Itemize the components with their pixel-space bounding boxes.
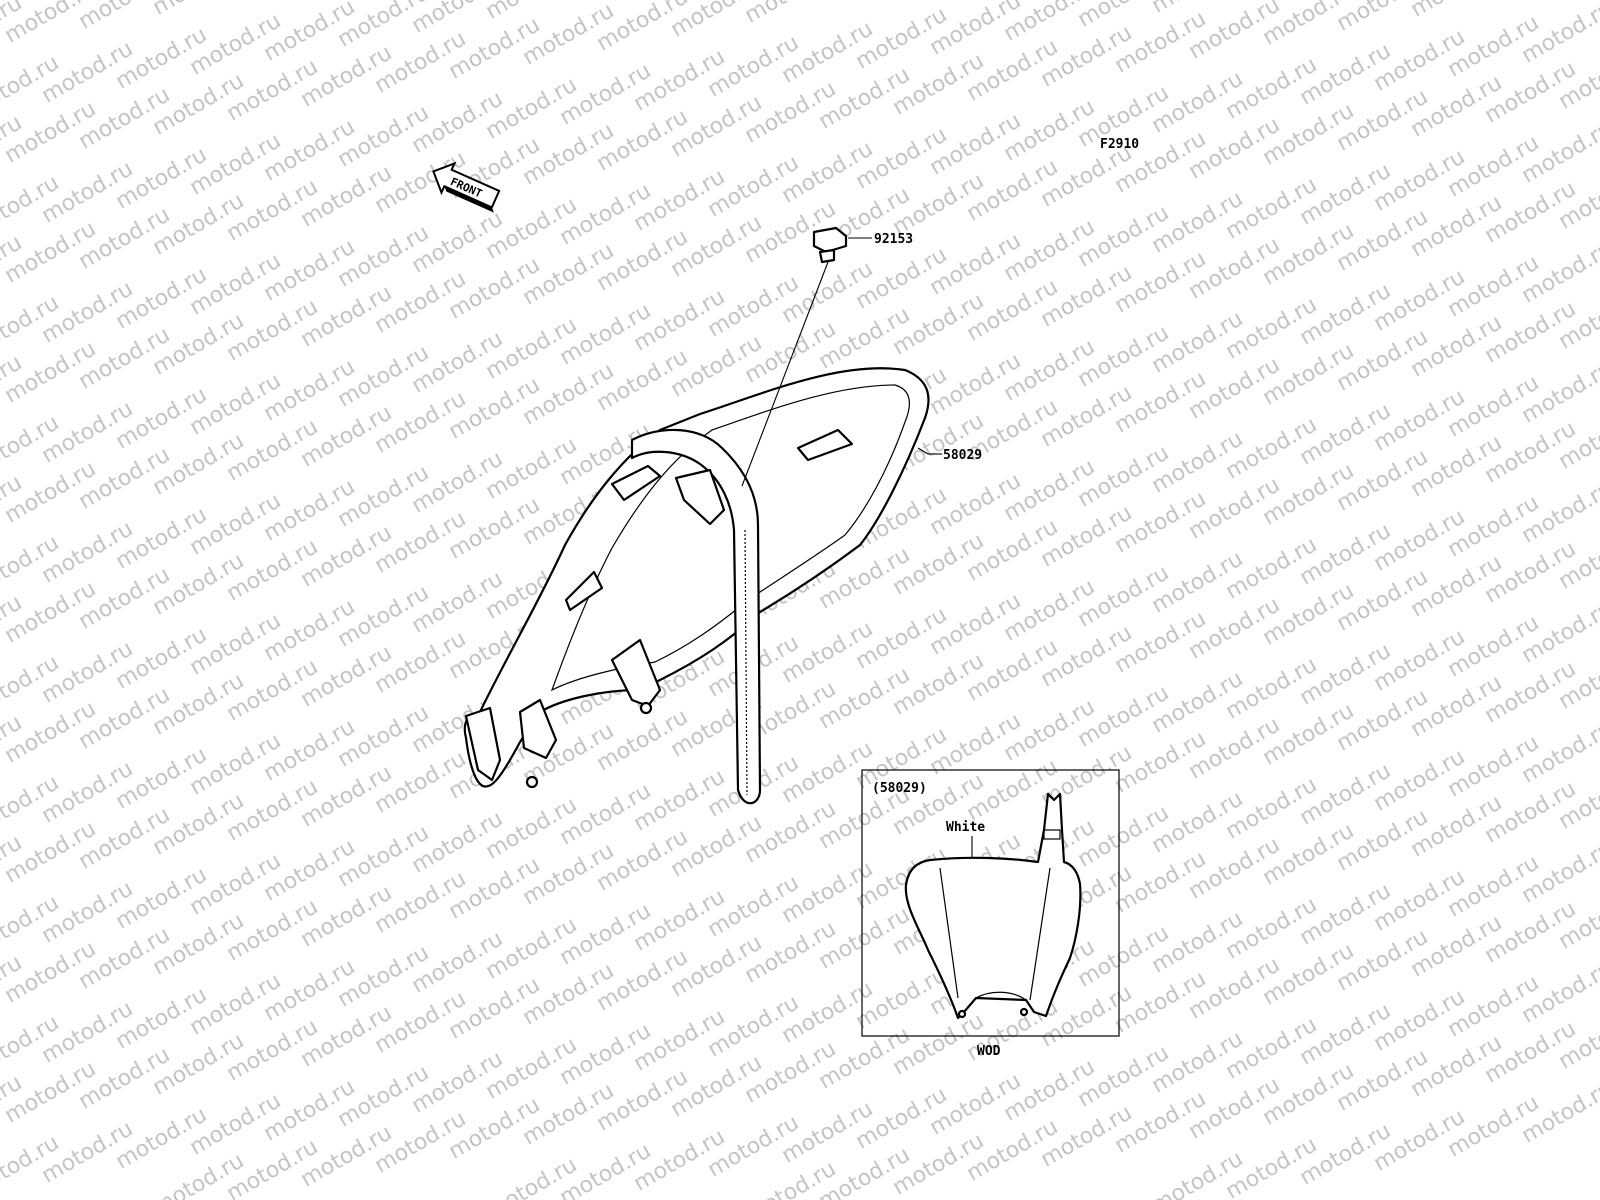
side-cover-58029[interactable] (463, 367, 930, 805)
inset-color-note: White (946, 820, 985, 835)
inset-frame (861, 769, 1120, 1037)
inset-variant-label: WOD (977, 1044, 1001, 1059)
bolt-92153[interactable] (741, 226, 848, 487)
inset-ref-part: (58029) (872, 781, 927, 796)
callout-58029: 58029 (943, 448, 982, 463)
plate-front-view[interactable] (904, 792, 1082, 1020)
callout-92153: 92153 (874, 232, 913, 247)
variant-inset: (58029) White WOD (861, 769, 1120, 1059)
front-arrow-icon: FRONT (432, 161, 501, 213)
diagram-code: F2910 (1100, 137, 1139, 152)
leader-58029 (917, 447, 929, 455)
